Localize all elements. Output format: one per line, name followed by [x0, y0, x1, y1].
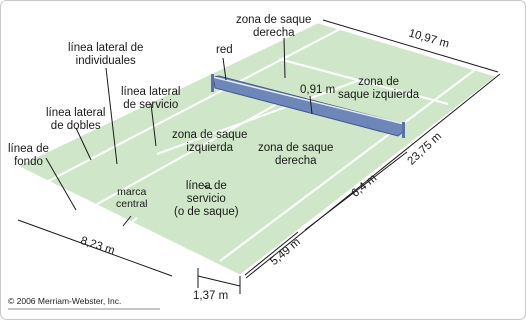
label-zona-saque-izquierda-line1: zona de saque — [172, 129, 248, 141]
label-zona-saque-izquierda-line2: izquierda — [186, 142, 234, 154]
dim-line-823 — [17, 219, 173, 277]
net-post-right — [402, 122, 405, 138]
label-linea-fondo: línea de fondo — [8, 143, 49, 169]
label-linea-servicio-line2: servicio — [186, 193, 226, 205]
net-top — [212, 76, 405, 125]
leader-red — [222, 57, 227, 81]
label-zona-saque-izquierda: zona de saque izquierda — [172, 129, 247, 155]
net-post-left — [211, 74, 214, 92]
dim-1-37: 1,37 m — [193, 290, 229, 302]
leader-marca-central — [122, 215, 132, 227]
label-linea-lateral-servicio: línea lateral de servicio — [121, 86, 180, 112]
label-zona-saque-derecha-line1: zona de saque — [258, 142, 334, 154]
label-zona-saque-derecha-top: zona de saque derecha — [236, 14, 311, 40]
label-marca-central-line1: marca — [117, 186, 147, 198]
label-linea-lateral-individuales-line2: individuales — [75, 55, 136, 67]
dim-line-2375 — [245, 73, 501, 279]
leader-zona-saque-derecha-top — [283, 37, 286, 79]
label-red: red — [216, 44, 233, 56]
label-zona-saque-derecha-top-line2: derecha — [252, 27, 295, 39]
label-linea-servicio-line1: línea de — [185, 180, 227, 192]
service-line-far — [278, 58, 449, 105]
label-zona-saque-izquierda-right-line2: saque izquierda — [338, 89, 420, 101]
leader-linea-lateral-dobles — [75, 127, 92, 161]
label-linea-lateral-servicio-line2: de servicio — [123, 99, 179, 111]
leader-linea-servicio — [203, 185, 213, 190]
label-linea-lateral-dobles-line2: de dobles — [50, 120, 101, 132]
leader-linea-fondo — [45, 157, 77, 211]
label-zona-saque-izquierda-right: zona de saque izquierda — [338, 76, 419, 102]
label-linea-lateral-servicio-line1: línea lateral — [121, 86, 181, 98]
copyright-text: © 2006 Merriam-Webster, Inc. — [8, 296, 122, 306]
label-marca-central-line2: central — [116, 198, 148, 210]
leader-linea-lateral-servicio — [150, 103, 157, 147]
dim-line-137 — [197, 275, 241, 287]
center-service-line — [156, 79, 361, 155]
leader-linea-lateral-individuales — [105, 67, 118, 165]
dim-line-64 — [304, 151, 408, 231]
label-linea-lateral-dobles-line1: línea lateral — [46, 107, 106, 119]
label-zona-saque-derecha-line2: derecha — [274, 155, 317, 167]
label-linea-fondo-line1: línea de — [8, 143, 49, 155]
leader-0-91 — [309, 95, 313, 115]
label-zona-saque-derecha-top-line1: zona de saque — [236, 14, 312, 26]
label-linea-servicio-line3: (o de saque) — [174, 206, 239, 218]
center-mark-near — [127, 217, 138, 226]
label-linea-lateral-individuales-line1: línea lateral de — [68, 42, 144, 54]
label-zona-saque-derecha: zona de saque derecha — [258, 142, 333, 168]
label-linea-lateral-individuales: línea lateral de individuales — [68, 42, 143, 68]
label-linea-lateral-dobles: línea lateral de dobles — [46, 107, 105, 133]
label-linea-fondo-line2: fondo — [14, 156, 43, 168]
label-zona-saque-izquierda-right-line1: zona de — [358, 76, 400, 88]
dim-line-1097 — [322, 19, 499, 73]
dim-line-549 — [244, 231, 299, 276]
label-marca-central: marca central — [116, 186, 148, 210]
label-linea-servicio: línea de servicio (o de saque) — [174, 180, 239, 219]
dim-0-91: 0,91 m — [300, 84, 336, 96]
